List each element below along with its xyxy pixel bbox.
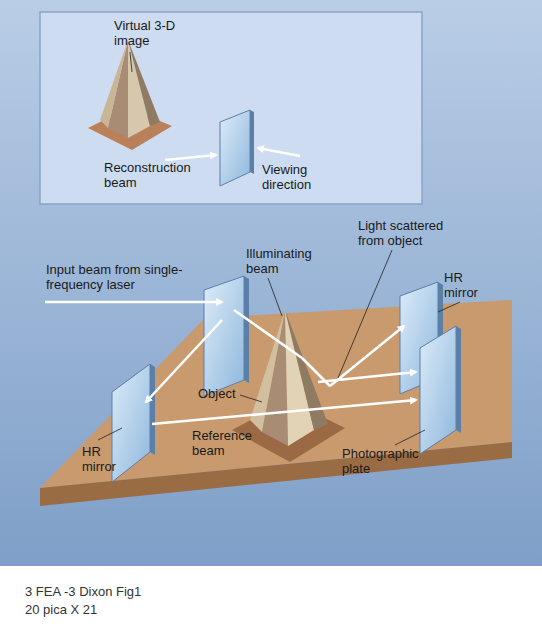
part-label: Photographic plate <box>342 446 422 476</box>
figure-note: 20 pica X 21 <box>25 602 325 617</box>
part-label: Reconstruction beam <box>104 160 214 190</box>
part-label: Light scattered from object <box>358 218 468 248</box>
part-label: Object <box>198 386 248 401</box>
part-label: Reference beam <box>192 428 262 458</box>
part-label: Viewing direction <box>262 162 332 192</box>
part-label: Illuminating beam <box>246 246 316 276</box>
figure-note: 3 FEA -3 Dixon Fig1 <box>25 584 325 599</box>
part-label: Virtual 3-D image <box>114 18 184 48</box>
part-label: Input beam from single-frequency laser <box>46 262 211 292</box>
part-label: HR mirror <box>82 444 132 474</box>
part-label: HR mirror <box>444 270 494 300</box>
